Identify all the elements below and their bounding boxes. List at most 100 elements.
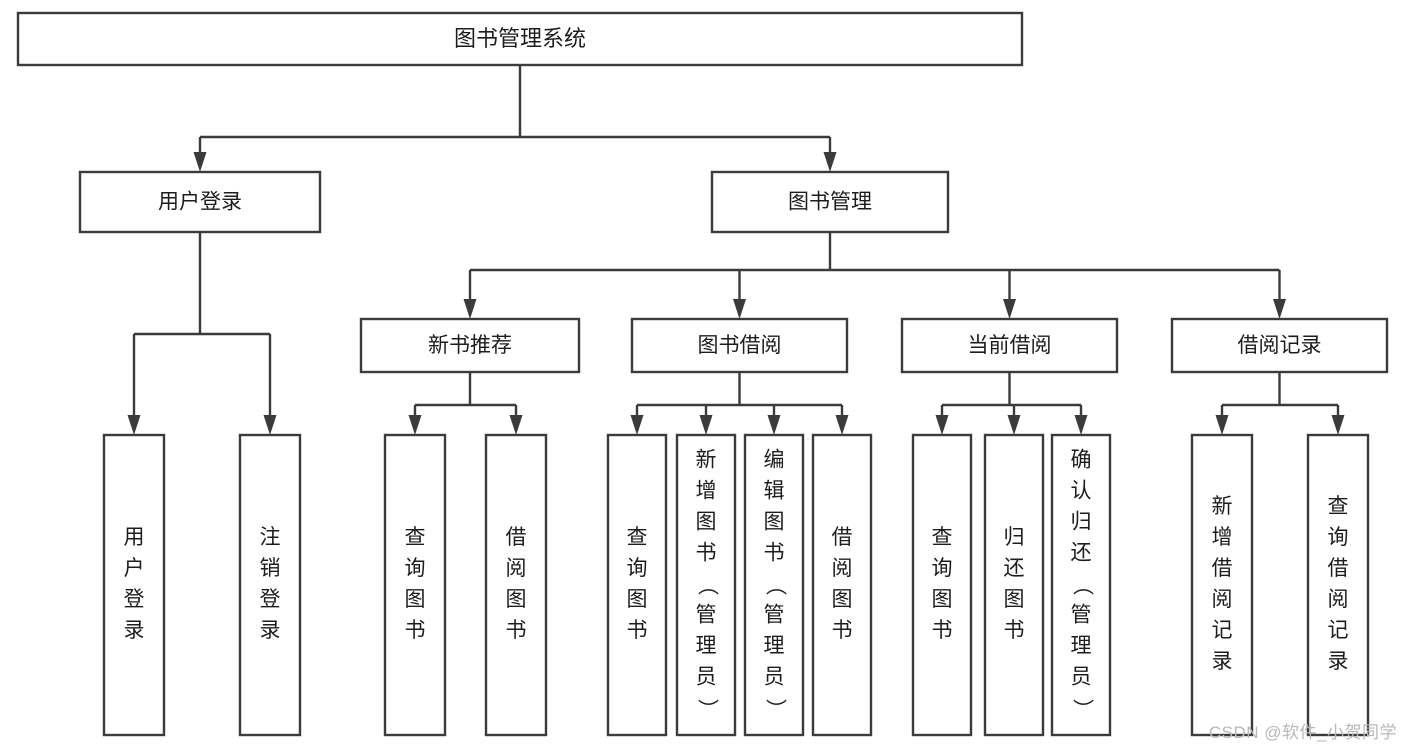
svg-text:编: 编 bbox=[764, 449, 785, 472]
svg-text:书: 书 bbox=[764, 542, 785, 565]
node-box-leaf-borrow-book-rec[interactable] bbox=[484, 433, 548, 737]
node-box-leaf-user-login[interactable] bbox=[102, 433, 166, 737]
node-label-leaf-user-login: 用户登录 bbox=[124, 526, 145, 642]
node-box-user-login[interactable] bbox=[78, 170, 322, 234]
node-label-current-borrow: 当前借阅 bbox=[968, 334, 1052, 357]
node-book-borrow[interactable]: 图书借阅 bbox=[630, 317, 849, 374]
connector-user-login bbox=[127, 232, 277, 435]
node-box-root[interactable] bbox=[16, 11, 1024, 67]
arrow-head-icon bbox=[193, 152, 207, 172]
svg-text:理: 理 bbox=[764, 635, 785, 658]
node-box-borrow-record[interactable] bbox=[1170, 317, 1389, 374]
arrow-head-icon bbox=[1074, 415, 1088, 435]
svg-text:员: 员 bbox=[1071, 666, 1092, 689]
svg-text:图: 图 bbox=[932, 588, 953, 611]
arrow-head-icon bbox=[835, 415, 849, 435]
csdn-watermark: CSDN @软件_小贺同学 bbox=[1208, 723, 1397, 742]
svg-text:书: 书 bbox=[696, 542, 717, 565]
node-label-borrow-record: 借阅记录 bbox=[1238, 334, 1322, 357]
svg-text:确: 确 bbox=[1071, 449, 1092, 472]
svg-text:认: 认 bbox=[1071, 480, 1092, 503]
svg-text:查: 查 bbox=[405, 526, 426, 549]
node-box-book-borrow[interactable] bbox=[630, 317, 849, 374]
svg-text:阅: 阅 bbox=[832, 557, 853, 580]
svg-text:图: 图 bbox=[696, 511, 717, 534]
node-box-leaf-add-record[interactable] bbox=[1190, 433, 1254, 737]
connector-layer bbox=[127, 65, 1345, 435]
svg-text:用: 用 bbox=[124, 526, 145, 549]
node-box-leaf-query-book-borrow[interactable] bbox=[606, 433, 668, 737]
svg-text:（: （ bbox=[695, 575, 718, 596]
svg-text:（: （ bbox=[763, 575, 786, 596]
node-user-login[interactable]: 用户登录 bbox=[78, 170, 322, 234]
svg-text:书: 书 bbox=[1004, 619, 1025, 642]
svg-text:销: 销 bbox=[260, 557, 281, 580]
node-box-leaf-borrow-book[interactable] bbox=[811, 433, 873, 737]
arrow-head-icon bbox=[1331, 415, 1345, 435]
svg-text:归: 归 bbox=[1071, 511, 1092, 534]
svg-text:增: 增 bbox=[1212, 526, 1233, 549]
svg-text:借: 借 bbox=[832, 526, 853, 549]
node-book-management[interactable]: 图书管理 bbox=[710, 170, 950, 234]
node-box-leaf-return-book[interactable] bbox=[983, 433, 1045, 737]
node-box-leaf-user-logout[interactable] bbox=[238, 433, 302, 737]
svg-text:查: 查 bbox=[627, 526, 648, 549]
svg-text:借: 借 bbox=[1212, 557, 1233, 580]
arrow-head-icon bbox=[733, 299, 746, 319]
svg-text:新: 新 bbox=[696, 449, 717, 472]
svg-text:新: 新 bbox=[1212, 495, 1233, 518]
node-box-new-book-recommend[interactable] bbox=[359, 317, 581, 374]
svg-text:阅: 阅 bbox=[506, 557, 527, 580]
svg-text:图: 图 bbox=[1004, 588, 1025, 611]
svg-text:图: 图 bbox=[506, 588, 527, 611]
node-box-leaf-query-record[interactable] bbox=[1306, 433, 1370, 737]
svg-text:书: 书 bbox=[627, 619, 648, 642]
node-box-leaf-edit-book[interactable] bbox=[743, 433, 805, 737]
arrow-head-icon bbox=[1003, 299, 1016, 319]
node-box-leaf-confirm-return[interactable] bbox=[1050, 433, 1112, 737]
svg-text:录: 录 bbox=[1212, 650, 1233, 673]
node-root[interactable]: 图书管理系统 bbox=[16, 11, 1024, 67]
node-box-current-borrow[interactable] bbox=[900, 317, 1119, 374]
node-label-user-login: 用户登录 bbox=[158, 191, 242, 214]
svg-text:查: 查 bbox=[1328, 495, 1349, 518]
node-box-leaf-add-book[interactable] bbox=[675, 433, 737, 737]
node-label-book-borrow: 图书借阅 bbox=[698, 334, 782, 357]
node-box-leaf-query-book-rec[interactable] bbox=[383, 433, 447, 737]
svg-text:书: 书 bbox=[832, 619, 853, 642]
arrow-head-icon bbox=[509, 415, 523, 435]
node-box-book-management[interactable] bbox=[710, 170, 950, 234]
svg-text:户: 户 bbox=[124, 557, 145, 580]
node-current-borrow[interactable]: 当前借阅 bbox=[900, 317, 1119, 374]
svg-text:管: 管 bbox=[696, 604, 717, 627]
arrow-head-icon bbox=[767, 415, 781, 435]
svg-text:查: 查 bbox=[932, 526, 953, 549]
node-borrow-record[interactable]: 借阅记录 bbox=[1170, 317, 1389, 374]
node-label-new-book-recommend: 新书推荐 bbox=[428, 334, 512, 357]
node-new-book-recommend[interactable]: 新书推荐 bbox=[359, 317, 581, 374]
connector-new-book-recommend bbox=[408, 372, 523, 435]
node-leaf-user-login[interactable]: 用户登录 bbox=[102, 433, 166, 737]
svg-text:）: ） bbox=[1070, 699, 1093, 720]
node-box-leaf-query-book-cur[interactable] bbox=[911, 433, 973, 737]
node-label-root: 图书管理系统 bbox=[454, 26, 586, 51]
